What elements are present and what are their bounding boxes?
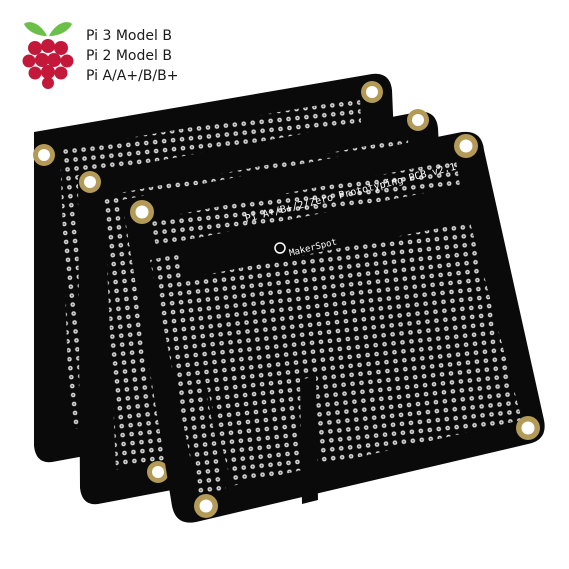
compat-model-pi3: Pi 3 Model B [86,28,172,44]
pcb-board-front: Pi A+/B+/2/Zero Prototyping PCB v2.1 Mak… [122,131,545,523]
compat-model-pi-a-b: Pi A/A+/B/B+ [86,68,179,84]
compatibility-list: Pi 3 Model B Pi 2 Model B Pi A/A+/B/B+ [86,26,178,86]
compatibility-panel: Pi 3 Model B Pi 2 Model B Pi A/A+/B/B+ [20,18,178,90]
compat-model-pi2: Pi 2 Model B [86,48,172,64]
raspberry-pi-logo-icon [22,22,74,89]
